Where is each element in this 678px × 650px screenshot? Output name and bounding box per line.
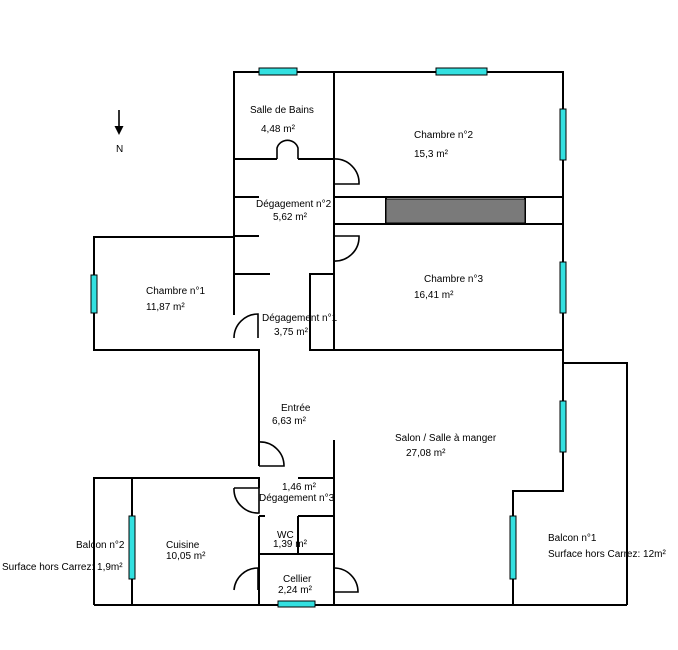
room-name-degagement-1: Dégagement n°1 <box>262 313 338 324</box>
room-area-degagement-1: 3,75 m² <box>274 327 309 338</box>
room-name-chambre-3: Chambre n°3 <box>424 274 483 285</box>
window-chambre-3 <box>559 261 567 314</box>
room-area-entree: 6,63 m² <box>272 416 307 427</box>
window-chambre-2-top <box>435 67 488 76</box>
door-cuisine-icon <box>258 441 285 467</box>
room-name-entree: Entrée <box>281 403 311 414</box>
window-chambre-2-right <box>559 108 567 161</box>
room-area-salle-de-bains: 4,48 m² <box>261 124 296 135</box>
room-name-chambre-2: Chambre n°2 <box>414 130 473 141</box>
room-area-cellier: 2,24 m² <box>278 585 313 596</box>
window-salle-de-bains <box>258 67 298 76</box>
room-name-salon: Salon / Salle à manger <box>395 433 497 444</box>
room-area-cuisine: 10,05 m² <box>166 551 206 562</box>
door-deg3-icon <box>233 487 260 514</box>
room-area-chambre-3: 16,41 m² <box>414 290 454 301</box>
room-labels: Salle de Bains 4,48 m² Chambre n°2 15,3 … <box>2 105 666 596</box>
door-cellier-left-icon <box>233 567 259 591</box>
window-cuisine <box>128 515 136 580</box>
room-name-balcon-1: Balcon n°1 <box>548 533 597 544</box>
room-area-chambre-1: 11,87 m² <box>146 302 185 313</box>
room-area-wc: 1,39 m² <box>273 539 308 550</box>
room-name-salle-de-bains: Salle de Bains <box>250 105 314 116</box>
window-cellier <box>277 600 316 608</box>
room-name-cellier: Cellier <box>283 574 312 585</box>
room-name-degagement-3: Dégagement n°3 <box>259 493 335 504</box>
room-name-balcon-2: Balcon n°2 <box>76 540 125 551</box>
room-area-degagement-3: 1,46 m² <box>282 482 317 493</box>
window-salon-2 <box>509 515 517 580</box>
door-cellier-right-icon <box>333 567 359 593</box>
window-salon-1 <box>559 400 567 453</box>
room-name-cuisine: Cuisine <box>166 540 200 551</box>
door-chambre-3-icon <box>333 235 360 262</box>
walls <box>93 71 628 606</box>
doors <box>233 139 360 593</box>
door-salle-de-bains-icon <box>276 139 299 159</box>
room-name-wc: WC <box>277 530 294 541</box>
windows <box>90 67 567 608</box>
north-arrow-icon <box>114 110 124 135</box>
room-area-balcon-1: Surface hors Carrez: 12m² <box>548 549 666 560</box>
door-chambre-2-icon <box>333 158 360 185</box>
window-chambre-1 <box>90 274 98 314</box>
room-area-chambre-2: 15,3 m² <box>414 149 449 160</box>
room-area-salon: 27,08 m² <box>406 448 446 459</box>
room-area-degagement-2: 5,62 m² <box>273 212 308 223</box>
door-chambre-1-icon <box>233 313 259 339</box>
north-label: N <box>116 144 123 155</box>
room-name-degagement-2: Dégagement n°2 <box>256 199 332 210</box>
room-name-chambre-1: Chambre n°1 <box>146 286 205 297</box>
room-area-balcon-2: Surface hors Carrez: 1,9m² <box>2 562 123 573</box>
chimney-block <box>385 198 526 224</box>
